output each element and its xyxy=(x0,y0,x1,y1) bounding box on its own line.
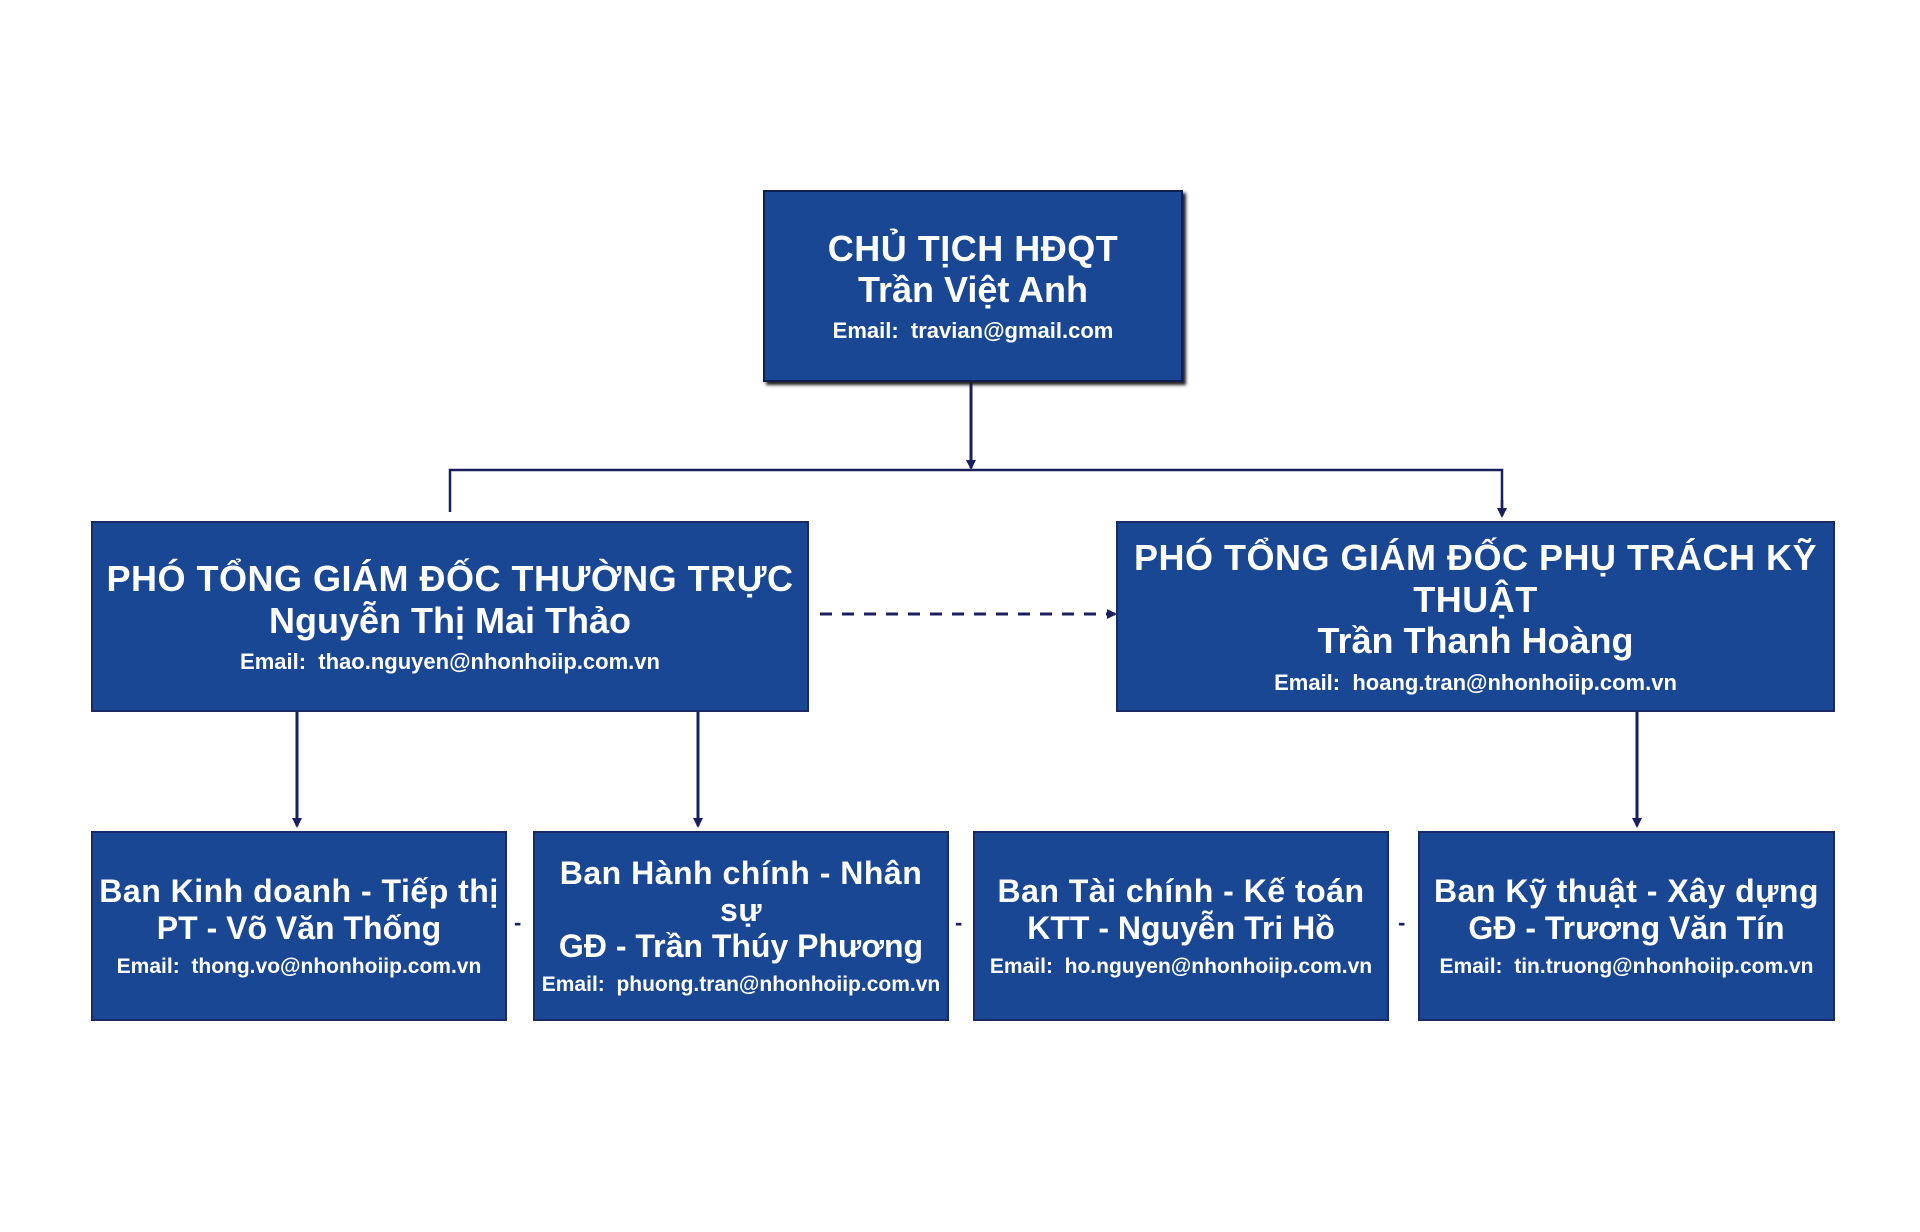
node-deputy-standing: PHÓ TỔNG GIÁM ĐỐC THƯỜNG TRỰC Nguyễn Thị… xyxy=(91,521,809,712)
node-title: Ban Kinh doanh - Tiếp thị xyxy=(99,873,499,910)
node-email: Email: phuong.tran@nhonhoiip.com.vn xyxy=(542,973,940,997)
node-email: Email: travian@gmail.com xyxy=(833,318,1114,344)
node-person: GĐ - Trương Văn Tín xyxy=(1468,910,1785,946)
node-person: KTT - Nguyễn Tri Hồ xyxy=(1027,910,1335,946)
email-address: hoang.tran@nhonhoiip.com.vn xyxy=(1352,669,1677,695)
email-label: Email: xyxy=(989,954,1053,978)
node-finance: Ban Tài chính - Kế toán KTT - Nguyễn Tri… xyxy=(973,831,1389,1021)
node-person: Trần Thanh Hoàng xyxy=(1317,620,1634,662)
email-label: Email: xyxy=(541,973,605,997)
node-title: PHÓ TỔNG GIÁM ĐỐC PHỤ TRÁCH KỸ THUẬT xyxy=(1133,537,1817,620)
email-address: thong.vo@nhonhoiip.com.vn xyxy=(191,954,482,978)
email-label: Email: xyxy=(1439,954,1503,978)
node-admin-hr: Ban Hành chính - Nhân sự GĐ - Trần Thúy … xyxy=(533,831,949,1021)
node-engineering: Ban Kỹ thuật - Xây dựng GĐ - Trương Văn … xyxy=(1418,831,1835,1021)
node-person: GĐ - Trần Thúy Phương xyxy=(558,928,924,965)
node-title: Ban Kỹ thuật - Xây dựng xyxy=(1434,873,1819,910)
email-address: tin.truong@nhonhoiip.com.vn xyxy=(1514,954,1814,978)
node-email: Email: hoang.tran@nhonhoiip.com.vn xyxy=(1274,670,1677,696)
separator-dash: - xyxy=(1398,910,1406,935)
node-sales: Ban Kinh doanh - Tiếp thị PT - Võ Văn Th… xyxy=(91,831,507,1021)
separator-dash: - xyxy=(514,910,522,935)
node-chairman: CHỦ TỊCH HĐQT Trần Việt Anh Email: travia… xyxy=(763,190,1183,382)
email-label: Email: xyxy=(116,954,180,978)
node-deputy-technical: PHÓ TỔNG GIÁM ĐỐC PHỤ TRÁCH KỸ THUẬT Trầ… xyxy=(1116,521,1835,712)
node-title: Ban Hành chính - Nhân sự xyxy=(559,854,923,928)
node-person: PT - Võ Văn Thống xyxy=(156,910,442,946)
separator-dash: - xyxy=(955,910,963,935)
email-address: phuong.tran@nhonhoiip.com.vn xyxy=(616,973,941,997)
email-label: Email: xyxy=(240,648,307,674)
node-email: Email: thao.nguyen@nhonhoiip.com.vn xyxy=(240,649,660,675)
email-address: travian@gmail.com xyxy=(910,318,1114,344)
email-label: Email: xyxy=(1274,669,1341,695)
node-email: Email: tin.truong@nhonhoiip.com.vn xyxy=(1440,955,1814,979)
email-label: Email: xyxy=(832,318,899,344)
node-title: CHỦ TỊCH HĐQT xyxy=(827,227,1119,269)
connector-bus xyxy=(448,468,1504,516)
node-email: Email: ho.nguyen@nhonhoiip.com.vn xyxy=(990,955,1372,979)
node-person: Trần Việt Anh xyxy=(857,269,1089,310)
node-title: Ban Tài chính - Kế toán xyxy=(997,873,1365,910)
email-address: ho.nguyen@nhonhoiip.com.vn xyxy=(1064,954,1373,978)
node-person: Nguyễn Thị Mai Thảo xyxy=(268,599,631,641)
node-email: Email: thong.vo@nhonhoiip.com.vn xyxy=(117,955,482,979)
node-title: PHÓ TỔNG GIÁM ĐỐC THƯỜNG TRỰC xyxy=(106,558,794,600)
email-address: thao.nguyen@nhonhoiip.com.vn xyxy=(318,648,660,674)
